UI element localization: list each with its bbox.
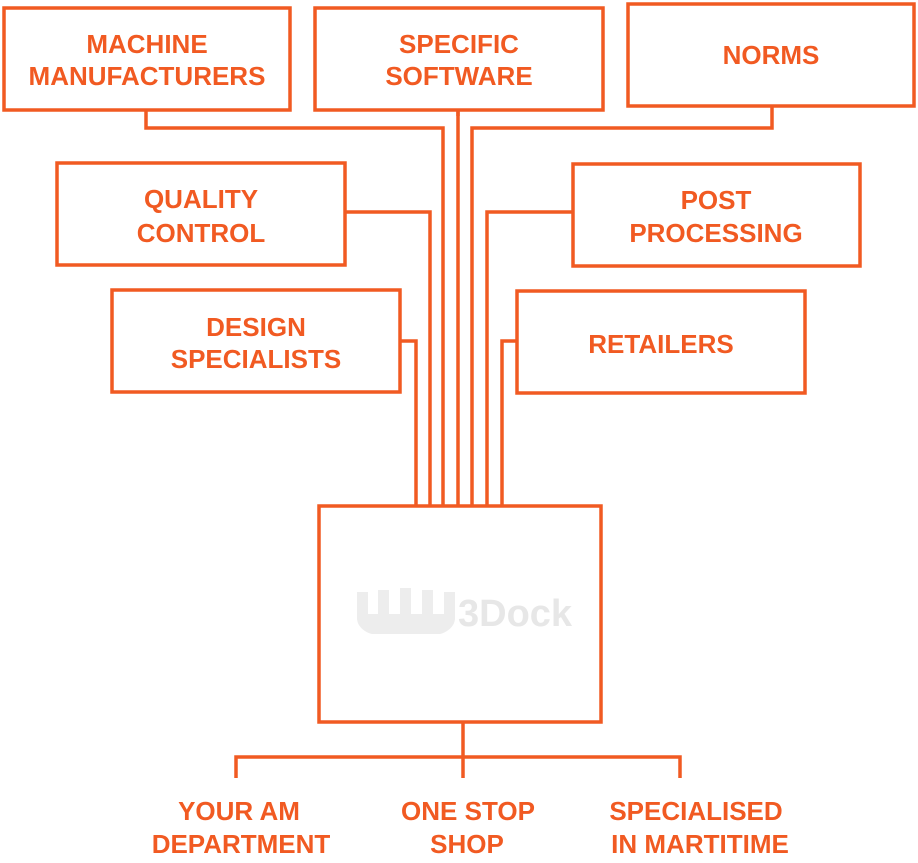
output-specialised-in-maritime: SPECIALISED IN MARTITIME [609, 796, 789, 859]
connector-post-processing [485, 210, 573, 506]
node-label-line: CONTROL [137, 218, 266, 248]
connector-lines [144, 106, 774, 778]
output-label-line: DEPARTMENT [152, 829, 331, 859]
connector-design-specialists [400, 339, 418, 506]
output-one-stop-shop: ONE STOP SHOP [401, 796, 535, 859]
connector-output-bus [234, 755, 682, 778]
node-specific-software: SPECIFIC SOFTWARE [313, 6, 605, 112]
logo-wordmark: 3Dock [458, 593, 573, 635]
output-label-line: SPECIALISED [609, 796, 782, 826]
node-post-processing: POST PROCESSING [571, 162, 862, 268]
output-label-line: YOUR AM [178, 796, 300, 826]
node-label-line: PROCESSING [629, 218, 802, 248]
node-box [571, 162, 862, 268]
node-box [55, 161, 347, 267]
node-label-line: MANUFACTURERS [29, 61, 266, 91]
node-label-line: POST [681, 185, 752, 215]
connector-retailers [500, 339, 517, 506]
node-box [626, 2, 916, 108]
node-box [2, 6, 292, 112]
node-label-line: NORMS [723, 40, 820, 70]
node-label-line: MACHINE [86, 29, 207, 59]
output-label-line: SHOP [430, 829, 504, 859]
node-label-line: RETAILERS [588, 329, 733, 359]
output-label-line: IN MARTITIME [611, 829, 789, 859]
logo-icon [357, 588, 455, 634]
node-quality-control: QUALITY CONTROL [55, 161, 347, 267]
output-label-line: ONE STOP [401, 796, 535, 826]
node-box [110, 288, 402, 394]
node-box [515, 289, 807, 395]
node-norms: NORMS [626, 2, 916, 108]
node-label-line: SPECIALISTS [171, 344, 341, 374]
node-label-line: SPECIFIC [399, 29, 519, 59]
3dock-logo: 3Dock [357, 588, 573, 635]
node-label-line: SOFTWARE [385, 61, 532, 91]
output-your-am-department: YOUR AM DEPARTMENT [152, 796, 331, 859]
node-box [313, 6, 605, 112]
node-machine-manufacturers: MACHINE MANUFACTURERS [2, 6, 292, 112]
node-label-line: QUALITY [144, 184, 258, 214]
connector-machine-manufacturers [144, 110, 445, 506]
connector-norms [470, 106, 774, 506]
node-design-specialists: DESIGN SPECIALISTS [110, 288, 402, 394]
node-label-line: DESIGN [206, 312, 306, 342]
node-retailers: RETAILERS [515, 289, 807, 395]
center-hub: 3Dock [317, 504, 603, 724]
connector-quality-control [345, 210, 432, 506]
